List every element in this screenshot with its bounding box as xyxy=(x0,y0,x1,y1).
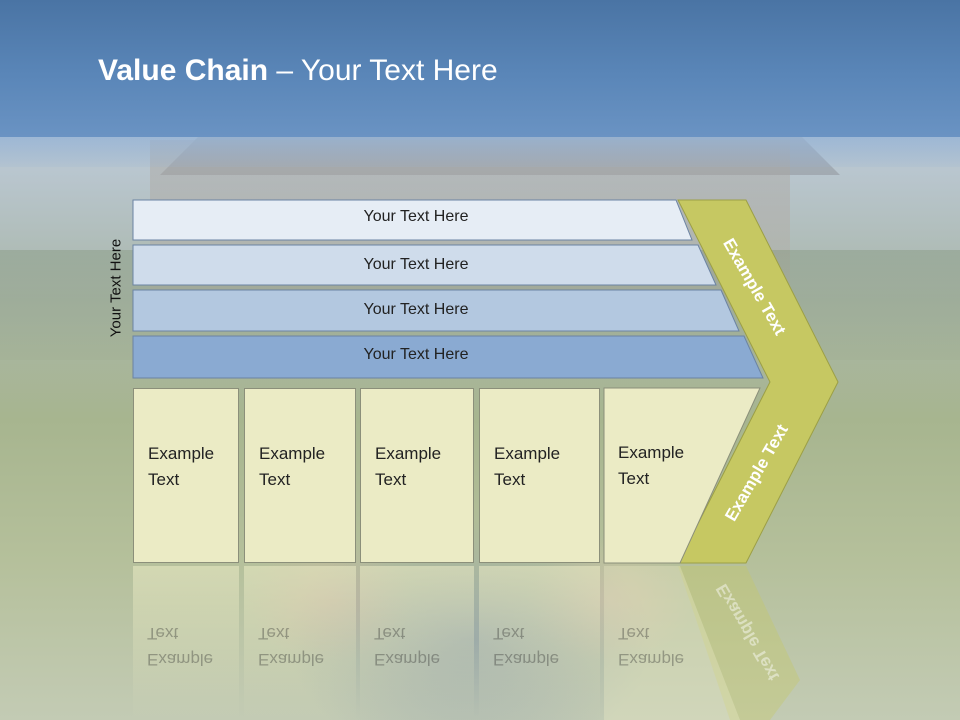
row-label-3: Your Text Here xyxy=(363,301,469,318)
box-1-reflection-text: Example Text xyxy=(147,624,214,669)
example-box-5[interactable]: Example Text xyxy=(604,388,714,563)
box-3-reflection-text: Example Text xyxy=(374,624,441,669)
box-5-shape[interactable] xyxy=(603,387,761,564)
title-rest: – Your Text Here xyxy=(268,54,498,87)
box-5-reflection xyxy=(604,566,740,720)
row-label-2: Your Text Here xyxy=(363,256,469,273)
header-band xyxy=(0,0,960,137)
box-1-text: Example Text xyxy=(148,444,215,489)
row-bar-4[interactable] xyxy=(132,335,764,379)
box-5-reflection-text: Example Text xyxy=(618,624,685,669)
box-5-text: Example Text xyxy=(618,443,685,488)
box-2-reflection: Example Text xyxy=(244,566,356,720)
header-fade xyxy=(0,137,960,167)
example-box-2[interactable]: Example Text xyxy=(244,388,356,563)
box-4-reflection-text: Example Text xyxy=(493,624,560,669)
row-bar-1[interactable] xyxy=(132,199,693,241)
row-bar-2[interactable] xyxy=(132,244,717,286)
chevron-reflection xyxy=(678,566,800,720)
slide-title[interactable]: Value Chain – Your Text Here xyxy=(98,54,498,88)
row-label-4: Your Text Here xyxy=(363,346,469,363)
box-1-reflection: Example Text xyxy=(133,566,239,720)
box-4-text: Example Text xyxy=(494,444,561,489)
box-2-reflection-text: Example Text xyxy=(258,624,325,669)
row-bar-3[interactable] xyxy=(132,289,740,332)
box-2-text: Example Text xyxy=(259,444,326,489)
box-3-reflection: Example Text xyxy=(360,566,474,720)
box-4-reflection: Example Text xyxy=(479,566,600,720)
title-bold: Value Chain xyxy=(98,54,269,87)
example-box-4[interactable]: Example Text xyxy=(479,388,600,563)
box-5-reflection-text-wrap: Example Text xyxy=(604,566,714,720)
row-label-1: Your Text Here xyxy=(363,208,469,225)
chevron-arrow[interactable] xyxy=(677,199,839,564)
example-box-1[interactable]: Example Text xyxy=(133,388,239,563)
example-box-3[interactable]: Example Text xyxy=(360,388,474,563)
box-3-text: Example Text xyxy=(375,444,442,489)
